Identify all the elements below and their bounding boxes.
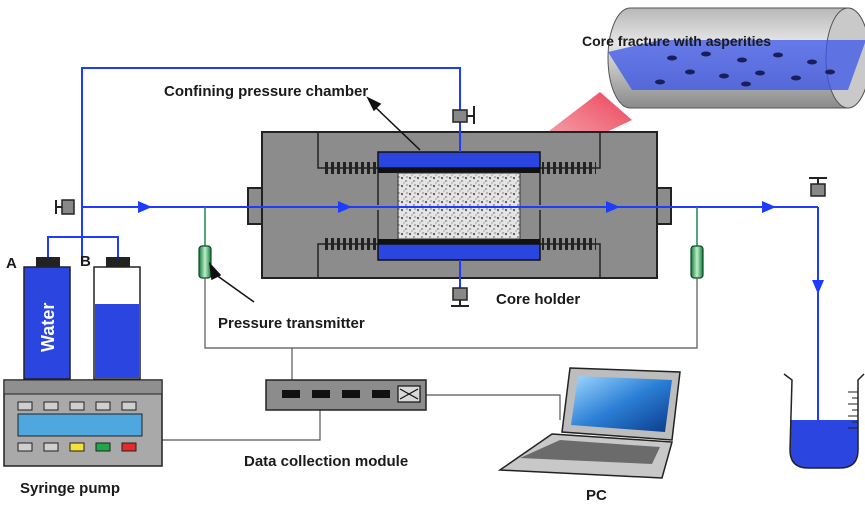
confining-chamber-label: Confining pressure chamber	[164, 83, 368, 100]
module-port-3	[342, 390, 360, 398]
pc-label: PC	[586, 487, 607, 504]
syringe-pump-label: Syringe pump	[20, 480, 120, 497]
beaker-fluid	[790, 420, 858, 468]
cylinder-a	[23, 266, 71, 380]
beaker-graduations	[848, 391, 858, 429]
flow-arrow-3	[606, 201, 620, 213]
valve-left[interactable]	[55, 199, 75, 215]
label-arrows	[208, 96, 421, 303]
spring-top-right	[542, 162, 596, 174]
core-fracture-label: Core fracture with asperities	[582, 33, 771, 49]
valve-outlet[interactable]	[809, 177, 827, 197]
laptop-pc	[497, 367, 681, 479]
valve-bottom[interactable]	[451, 287, 469, 307]
pressure-transmitter-label: Pressure transmitter	[218, 315, 365, 332]
module-port-1	[282, 390, 300, 398]
pump-btn-yellow[interactable]	[69, 442, 85, 452]
module-switch-icon	[397, 385, 421, 403]
cylinder-a-label: A	[6, 255, 17, 272]
core-fracture-inset: Core fracture with asperities	[582, 7, 865, 109]
flow-arrow-1	[138, 201, 152, 213]
signal-cables	[162, 278, 698, 441]
chamber-pointer	[371, 103, 421, 151]
cable-pump-module	[162, 410, 321, 441]
pump-top-buttons	[17, 401, 137, 411]
module-port-2	[312, 390, 330, 398]
cylinder-b-label: B	[80, 253, 91, 270]
flow-arrow-2	[338, 201, 352, 213]
syringe-pump: Water A B	[3, 253, 163, 467]
asperity-dots	[655, 51, 835, 87]
cylinder-b-cap	[106, 257, 130, 267]
cable-transmitters	[204, 278, 698, 349]
flow-arrow-4	[762, 201, 776, 213]
spring-top-left	[322, 162, 376, 174]
water-label: Water	[38, 303, 58, 352]
data-collection-label: Data collection module	[244, 453, 408, 470]
module-port-4	[372, 390, 390, 398]
pump-display	[17, 413, 143, 437]
pump-btn-2[interactable]	[43, 442, 59, 452]
cable-module-pc	[426, 394, 561, 420]
laptop-screen	[571, 376, 672, 432]
core-holder-label: Core holder	[496, 291, 580, 308]
beaker-glass	[783, 373, 865, 469]
pump-top-bar	[3, 379, 163, 395]
core-holder	[247, 131, 672, 279]
pressure-transmitter-right	[690, 245, 704, 279]
valve-top[interactable]	[452, 106, 475, 124]
spring-bottom-right	[542, 238, 596, 250]
pump-feed-line	[47, 236, 119, 262]
laptop-keyboard	[520, 440, 660, 464]
piston-bottom-plate	[378, 239, 540, 244]
pump-btn-red[interactable]	[121, 442, 137, 452]
flow-arrows	[138, 201, 824, 294]
piston-bottom	[377, 243, 541, 261]
piston-top-plate	[378, 168, 540, 173]
cylinder-b-fluid	[95, 304, 139, 378]
piston-top	[377, 151, 541, 169]
pressure-transmitter-left	[198, 245, 212, 279]
spring-bottom-left	[322, 238, 376, 250]
collection-beaker	[783, 373, 865, 469]
data-collection-module	[265, 379, 427, 411]
pump-btn-1[interactable]	[17, 442, 33, 452]
cylinder-a-cap	[36, 257, 60, 267]
transmitter-pointer	[211, 271, 255, 303]
flow-arrow-down	[812, 280, 824, 294]
pump-btn-green[interactable]	[95, 442, 111, 452]
